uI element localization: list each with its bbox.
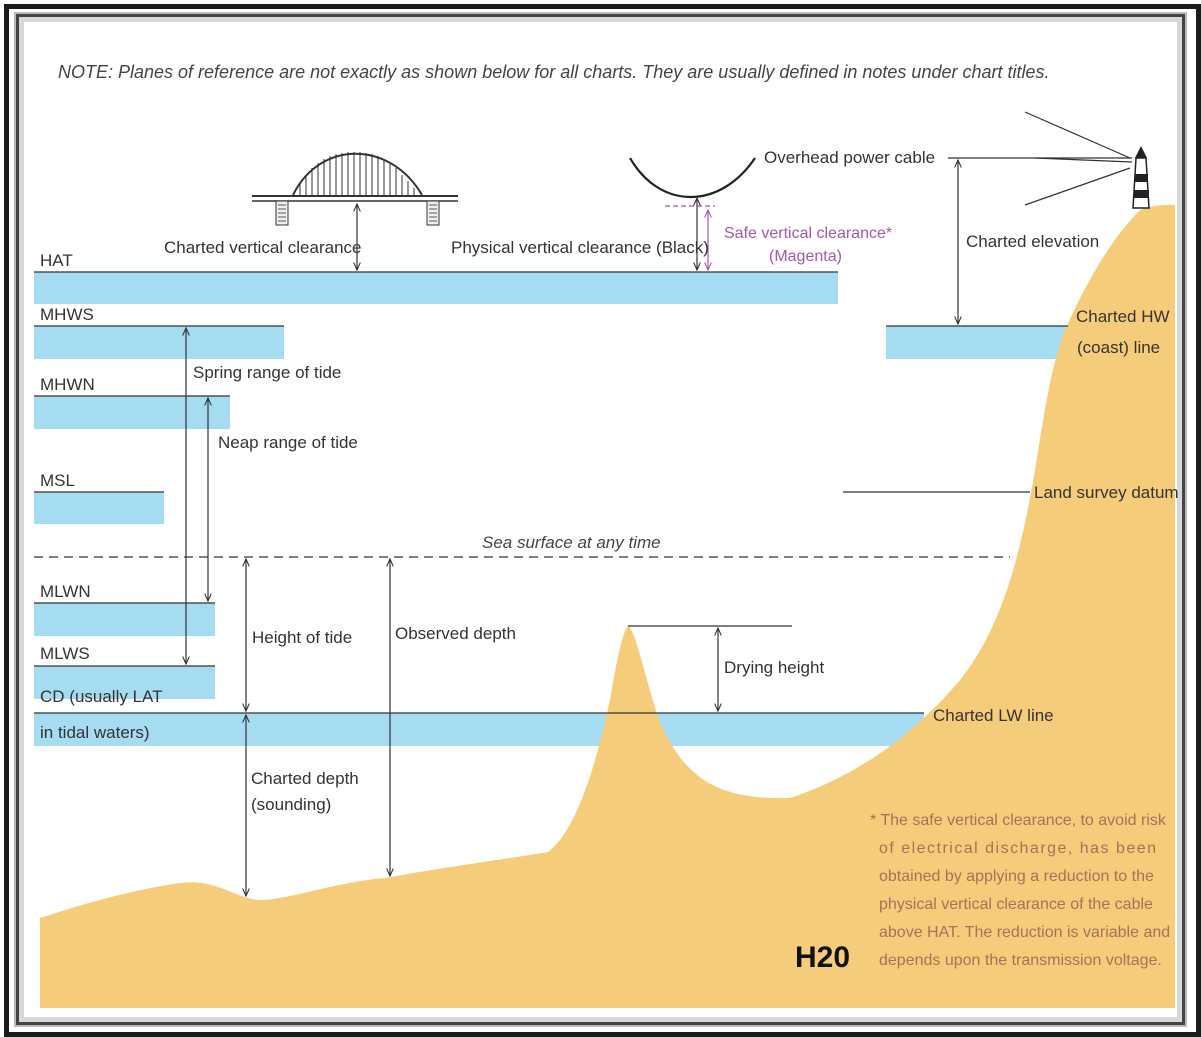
safe-vertical-clearance-label: Safe vertical clearance* — [724, 225, 892, 242]
overhead-power-cable-label: Overhead power cable — [764, 148, 935, 167]
mhwn-label: MHWN — [40, 375, 95, 394]
mlws-water-band — [34, 666, 215, 699]
height-of-tide-label: Height of tide — [252, 628, 352, 647]
charted-hw-label-line2: (coast) line — [1077, 338, 1160, 357]
msl-label: MSL — [40, 471, 75, 490]
neap-range-label: Neap range of tide — [218, 433, 358, 452]
lighthouse-icon — [1024, 111, 1150, 209]
footnote-line-5: above HAT. The reduction is variable and — [879, 924, 1170, 941]
note-text: NOTE: Planes of reference are not exactl… — [58, 62, 1050, 82]
mhwn-water-band — [34, 396, 230, 429]
sea-surface-label: Sea surface at any time — [482, 533, 661, 552]
footnote-line-4: physical vertical clearance of the cable — [879, 896, 1153, 913]
mlws-label: MLWS — [40, 644, 90, 663]
outer-frame — [4, 4, 1201, 1037]
hat-label: HAT — [40, 251, 73, 270]
footnote-line-1: * The safe vertical clearance, to avoid … — [870, 812, 1167, 829]
charted-vertical-clearance-label: Charted vertical clearance — [164, 238, 361, 257]
charted-lw-line-label: Charted LW line — [933, 706, 1054, 725]
charted-hw-water-band — [886, 326, 1068, 359]
mlwn-water-band — [34, 603, 215, 636]
footnote-line-3: obtained by applying a reduction to the — [879, 868, 1154, 885]
drying-height-label: Drying height — [724, 658, 824, 677]
figure-code: H20 — [795, 941, 850, 974]
charted-depth-label-line2: (sounding) — [251, 795, 331, 814]
cd-water-band — [34, 713, 924, 746]
msl-water-band — [34, 492, 164, 524]
cd-label-line1: CD (usually LAT — [40, 687, 163, 706]
mlwn-label: MLWN — [40, 582, 91, 601]
land-survey-datum-label: Land survey datum — [1034, 483, 1179, 502]
hat-water-band — [34, 272, 838, 304]
inner-frame — [16, 14, 1185, 1025]
observed-depth-label: Observed depth — [395, 624, 516, 643]
seabed-and-land — [40, 204, 1175, 1008]
footnote-line-2: of electrical discharge, has been — [879, 840, 1156, 857]
bridge-icon — [252, 152, 458, 226]
safe-vertical-clearance-magenta-label: (Magenta) — [769, 248, 842, 265]
spring-range-label: Spring range of tide — [193, 363, 341, 382]
charted-hw-label-line1: Charted HW — [1076, 307, 1170, 326]
charted-depth-label-line1: Charted depth — [251, 769, 359, 788]
footnote-line-6: depends upon the transmission voltage. — [879, 952, 1162, 969]
physical-vertical-clearance-label: Physical vertical clearance (Black) — [451, 238, 709, 257]
power-cable-icon — [629, 157, 756, 199]
charted-elevation-label: Charted elevation — [966, 232, 1099, 251]
cd-label-line2: in tidal waters) — [40, 723, 150, 742]
mhws-label: MHWS — [40, 305, 94, 324]
mhws-water-band — [34, 326, 284, 359]
